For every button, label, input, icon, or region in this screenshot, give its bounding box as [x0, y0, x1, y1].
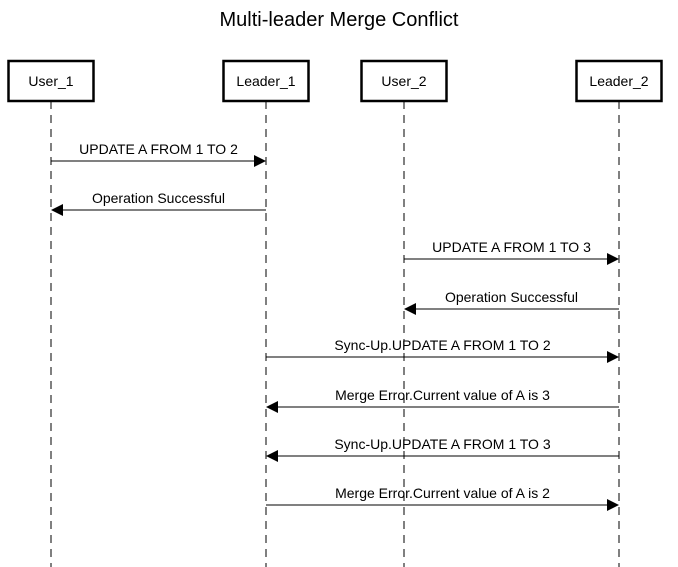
actor-label: Leader_1 — [236, 73, 295, 89]
arrowhead-icon — [254, 155, 266, 167]
actor-leader1: Leader_1 — [222, 59, 310, 103]
message-label: Merge Error.Current value of A is 2 — [335, 485, 550, 501]
message-label: Operation Successful — [92, 190, 225, 206]
message-label: Merge Error.Current value of A is 3 — [335, 387, 550, 403]
arrowhead-icon — [51, 204, 63, 216]
message-1: UPDATE A FROM 1 TO 2 — [51, 141, 266, 167]
actor-user2: User_2 — [360, 59, 448, 103]
message-label: Sync-Up.UPDATE A FROM 1 TO 3 — [334, 436, 550, 452]
actor-label: Leader_2 — [589, 73, 648, 89]
arrowhead-icon — [607, 351, 619, 363]
lifelines — [50, 101, 620, 567]
message-8: Merge Error.Current value of A is 2 — [266, 485, 619, 511]
arrowhead-icon — [266, 450, 278, 462]
message-label: UPDATE A FROM 1 TO 3 — [432, 239, 591, 255]
actor-box — [222, 59, 310, 103]
messages: UPDATE A FROM 1 TO 2 Operation Successful… — [51, 141, 619, 511]
diagram-title: Multi-leader Merge Conflict — [220, 9, 459, 31]
actor-label: User_2 — [381, 73, 426, 89]
message-label: Sync-Up.UPDATE A FROM 1 TO 2 — [334, 337, 550, 353]
message-2: Operation Successful — [51, 190, 266, 216]
message-3: UPDATE A FROM 1 TO 3 — [404, 239, 619, 265]
message-label: Operation Successful — [445, 289, 578, 305]
arrowhead-icon — [266, 401, 278, 413]
message-label: UPDATE A FROM 1 TO 2 — [79, 141, 238, 157]
actors: User_1 Leader_1 User_2 Leader_2 — [7, 59, 663, 103]
actor-user1: User_1 — [7, 59, 95, 103]
actor-box — [575, 59, 663, 103]
message-4: Operation Successful — [404, 289, 619, 315]
arrowhead-icon — [607, 499, 619, 511]
arrowhead-icon — [404, 303, 416, 315]
actor-box — [360, 59, 448, 103]
message-6: Merge Error.Current value of A is 3 — [266, 387, 619, 413]
message-7: Sync-Up.UPDATE A FROM 1 TO 3 — [266, 436, 619, 462]
actor-leader2: Leader_2 — [575, 59, 663, 103]
message-5: Sync-Up.UPDATE A FROM 1 TO 2 — [266, 337, 619, 363]
arrowhead-icon — [607, 253, 619, 265]
actor-box — [7, 59, 95, 103]
actor-label: User_1 — [28, 73, 73, 89]
